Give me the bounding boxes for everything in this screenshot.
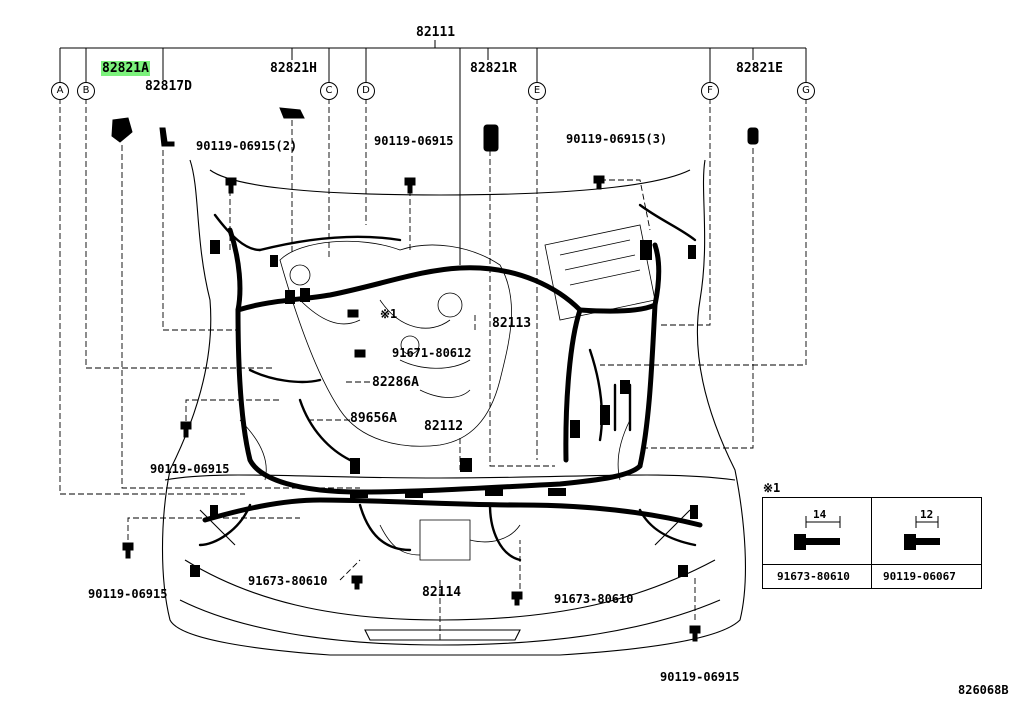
callout-e: E	[528, 82, 546, 100]
bolt-label-90119-2: 90119-06915(2)	[196, 139, 298, 153]
part-label-89656a: 89656A	[350, 411, 397, 426]
part-label-82111: 82111	[416, 25, 456, 40]
ref-mark-1: ※1	[380, 307, 398, 321]
callout-b: B	[77, 82, 95, 100]
inset-right-part: 90119-06067	[883, 570, 956, 583]
inset-right-dim: 12	[920, 508, 934, 521]
callout-a: A	[51, 82, 69, 100]
callout-f: F	[701, 82, 719, 100]
bolt-label-91673-left: 91673-80610	[248, 574, 328, 588]
part-label-82821a[interactable]: 82821A	[101, 61, 150, 76]
highlighted-part-number: 82821A	[101, 61, 150, 76]
callout-c: C	[320, 82, 338, 100]
fastener-inset-table: 14 12 91673-80610 90119-06067	[762, 497, 982, 589]
diagram-code: 826068B	[958, 683, 1009, 697]
bolt-label-90119-3: 90119-06915(3)	[566, 132, 668, 146]
bolt-label-90119-d: 90119-06915	[374, 134, 454, 148]
part-label-82112: 82112	[424, 419, 464, 434]
part-label-82113: 82113	[492, 316, 532, 331]
inset-hline	[763, 564, 981, 565]
part-label-82821r: 82821R	[470, 61, 517, 76]
inset-left-part: 91673-80610	[777, 570, 850, 583]
callout-d: D	[357, 82, 375, 100]
inset-left-dim: 14	[813, 508, 827, 521]
part-label-82114: 82114	[422, 585, 462, 600]
callout-g: G	[797, 82, 815, 100]
inset-title: ※1	[763, 481, 781, 495]
part-label-82821e: 82821E	[736, 61, 783, 76]
bolt-label-90119-left: 90119-06915	[150, 462, 230, 476]
bolt-label-91673-right: 91673-80610	[554, 592, 634, 606]
part-label-82286a: 82286A	[372, 375, 419, 390]
bolt-label-90119-bottom: 90119-06915	[660, 670, 740, 684]
part-label-82821h: 82821H	[270, 61, 317, 76]
bolt-label-90119-lowleft: 90119-06915	[88, 587, 168, 601]
part-label-82817d: 82817D	[145, 79, 192, 94]
bolt-label-91671: 91671-80612	[392, 346, 472, 360]
inset-divider	[871, 498, 872, 588]
